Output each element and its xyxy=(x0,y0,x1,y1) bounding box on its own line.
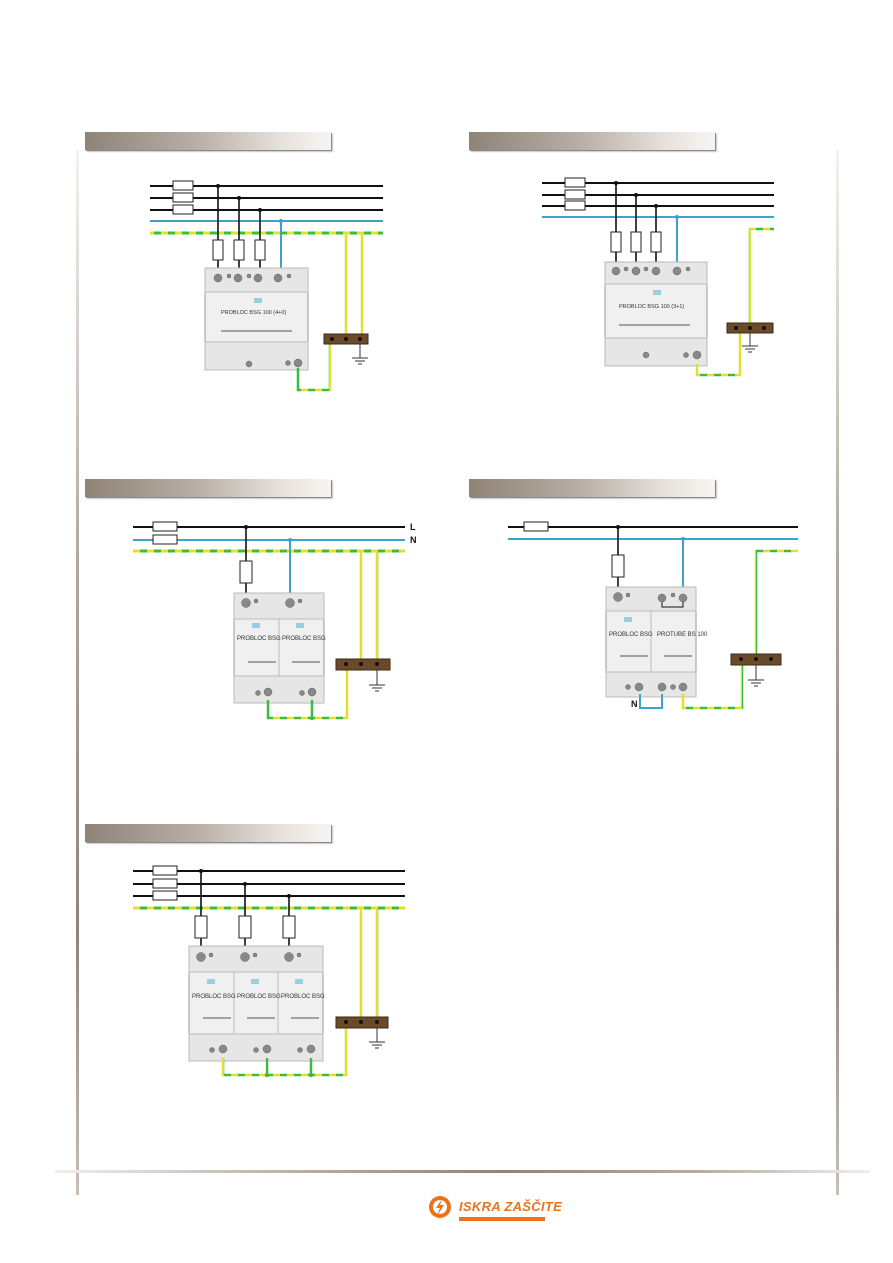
device-label: PROBLOC BSG 100 (4+0) xyxy=(221,310,286,316)
earth-bar xyxy=(730,653,782,666)
module-label-3: PROBLOC BSG xyxy=(281,994,325,1000)
line-fuses xyxy=(172,180,194,215)
ground-icon xyxy=(369,670,385,692)
module-label-2: PROBLOC BSG xyxy=(282,636,326,642)
ground-icon xyxy=(352,344,368,365)
brand-underline xyxy=(459,1217,545,1221)
diagram-4: PROBLOC BSG PROTUBE BS 100 N xyxy=(508,521,798,710)
spd-modules: PROBLOC BSG PROBLOC BSG xyxy=(233,592,326,704)
earth-bar xyxy=(726,322,774,334)
spd-device: PROBLOC BSG 100 (4+0) xyxy=(204,267,309,371)
section-header-4 xyxy=(469,479,715,497)
device-label: PROBLOC BSG 100 (3+1) xyxy=(619,304,684,310)
supply-lines xyxy=(150,185,383,235)
backup-fuses xyxy=(212,239,266,261)
right-margin-rule xyxy=(836,150,839,1195)
spd-device: PROBLOC BSG 100 (3+1) xyxy=(604,261,708,367)
backup-fuses xyxy=(610,231,662,253)
line-label-n: N xyxy=(410,535,417,545)
brand-name: ISKRA ZAŠČITE xyxy=(459,1199,563,1214)
section-header-5 xyxy=(85,824,331,842)
earth-bar xyxy=(335,1016,389,1029)
line-fuses xyxy=(564,177,586,211)
ground-icon xyxy=(748,665,764,687)
line-label-l: L xyxy=(410,522,416,532)
module-label-2: PROTUBE BS 100 xyxy=(657,632,708,638)
module-label-1: PROBLOC BSG xyxy=(609,632,653,638)
spd-modules: PROBLOC BSG PROBLOC BSG PROBLOC BSG xyxy=(188,945,325,1062)
supply-lines xyxy=(542,182,774,218)
diagram-5: PROBLOC BSG PROBLOC BSG PROBLOC BSG xyxy=(133,865,405,1078)
section-header-3 xyxy=(85,479,331,497)
diagram-2: PROBLOC BSG 100 (3+1) xyxy=(542,177,774,377)
ground-icon xyxy=(742,333,758,353)
module-label-2: PROBLOC BSG xyxy=(237,994,281,1000)
earth-connections xyxy=(296,233,364,392)
left-margin-rule xyxy=(76,150,79,1195)
section-header-2 xyxy=(469,132,715,150)
earth-bar xyxy=(323,333,369,345)
footer-rule xyxy=(55,1170,870,1173)
module-label-1: PROBLOC BSG xyxy=(237,636,281,642)
section-header-1 xyxy=(85,132,331,150)
spd-modules: PROBLOC BSG PROTUBE BS 100 xyxy=(605,586,708,698)
earth-bar xyxy=(335,658,391,671)
ground-icon xyxy=(369,1028,385,1049)
module-label-1: PROBLOC BSG xyxy=(192,994,236,1000)
diagram-3: L N xyxy=(133,521,417,721)
diagram-1: PROBLOC BSG 100 (4+0) xyxy=(150,180,383,392)
lightning-bolt-icon xyxy=(429,1196,451,1218)
neutral-label: N xyxy=(631,699,638,709)
